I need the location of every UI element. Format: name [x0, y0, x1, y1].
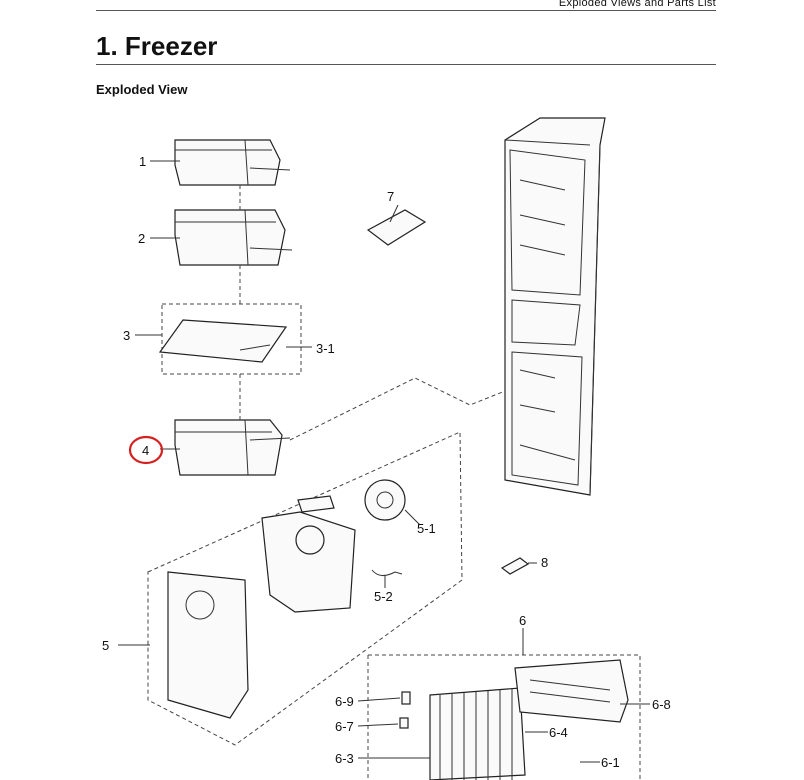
- callout-6-4: 6-4: [549, 725, 568, 740]
- callout-5: 5: [102, 638, 109, 653]
- callout-6: 6: [519, 613, 526, 628]
- wire-5-2: [371, 569, 403, 576]
- callout-5-1: 5-1: [417, 521, 436, 536]
- callout-6-7: 6-7: [335, 719, 354, 734]
- callout-6-9: 6-9: [335, 694, 354, 709]
- sheet-3-1: [158, 319, 288, 363]
- callout-6-3: 6-3: [335, 751, 354, 766]
- drawer-4: [174, 419, 291, 476]
- callout-5-2: 5-2: [374, 589, 393, 604]
- subtitle: Exploded View: [96, 82, 188, 97]
- refrigerator-cabinet: [504, 117, 606, 496]
- kit-5-box: [147, 431, 463, 746]
- evaporator: [399, 659, 629, 780]
- section-name: Exploded Views and Parts List: [558, 0, 716, 9]
- callout-6-8: 6-8: [652, 697, 671, 712]
- callout-1: 1: [139, 154, 146, 169]
- callout-3: 3: [123, 328, 130, 343]
- highlight-circle: [128, 435, 164, 465]
- ice-tray-7: [366, 209, 427, 246]
- callout-8: 8: [541, 555, 548, 570]
- part-8: [500, 557, 530, 575]
- drawer-1: [174, 139, 291, 186]
- page-header: Exploded Views and Parts List: [96, 0, 716, 11]
- callout-6-1: 6-1: [601, 755, 620, 770]
- fan-shroud: [167, 495, 356, 719]
- page-title: 1. Freezer: [96, 31, 716, 65]
- callout-3-1: 3-1: [316, 341, 335, 356]
- fan-motor-5-1: [364, 479, 406, 521]
- drawer-2: [174, 209, 293, 266]
- callout-2: 2: [138, 231, 145, 246]
- callout-7: 7: [387, 189, 394, 204]
- callout-4: 4: [142, 443, 149, 458]
